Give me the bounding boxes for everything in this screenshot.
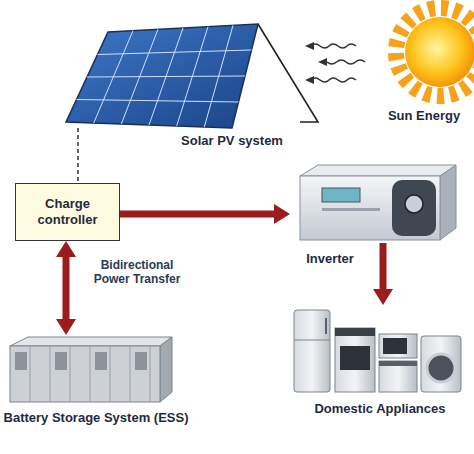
fridge-handle bbox=[325, 318, 327, 334]
node-label: Solar PV system bbox=[170, 133, 294, 148]
microwave-window bbox=[383, 338, 407, 354]
container-ribs bbox=[30, 346, 150, 402]
solar-panel-node: Solar PV system bbox=[60, 18, 318, 128]
container-ribs bbox=[70, 346, 71, 402]
connector bbox=[56, 241, 76, 335]
container-ribs bbox=[90, 346, 91, 402]
oven bbox=[335, 328, 375, 392]
arrow-head bbox=[318, 58, 327, 66]
panel-grid bbox=[98, 50, 252, 55]
fridge bbox=[294, 310, 330, 392]
container-vents bbox=[95, 352, 107, 370]
dishwasher-panel bbox=[379, 361, 417, 366]
container-vents bbox=[15, 352, 27, 370]
dashed-link bbox=[77, 128, 79, 183]
panel-grid bbox=[77, 100, 239, 103]
node-label: Inverter bbox=[290, 251, 370, 266]
power-arrow-shaft bbox=[120, 211, 277, 218]
container-top bbox=[10, 337, 172, 346]
inverter-button bbox=[405, 195, 423, 213]
power-arrow-shaft bbox=[63, 254, 70, 322]
sun-rays-waves bbox=[305, 42, 356, 84]
dishwasher bbox=[379, 361, 417, 392]
oven-panel bbox=[335, 328, 375, 336]
arrow-head bbox=[56, 241, 76, 257]
energy-wave bbox=[311, 44, 356, 48]
container-ribs bbox=[130, 346, 131, 402]
node-label: Charge controller bbox=[20, 196, 115, 228]
container-vents bbox=[55, 352, 67, 370]
wave-head bbox=[305, 76, 314, 84]
container-side bbox=[160, 337, 172, 402]
fridge-door-line bbox=[294, 340, 330, 341]
connector bbox=[373, 243, 393, 305]
roof-outline bbox=[258, 24, 318, 122]
oven-window bbox=[340, 346, 370, 370]
container-ribs bbox=[30, 346, 31, 402]
microwave bbox=[379, 334, 417, 358]
energy-wave bbox=[327, 60, 365, 64]
inverter-display bbox=[322, 188, 360, 202]
panel-grid bbox=[87, 76, 245, 77]
inverter-front bbox=[300, 176, 440, 240]
inverter-illustration bbox=[300, 165, 456, 240]
container-ribs bbox=[110, 346, 111, 402]
pv-panel bbox=[66, 24, 258, 128]
inverter-node: Inverter bbox=[290, 163, 456, 243]
energy-wave bbox=[311, 78, 356, 82]
washer-door bbox=[427, 354, 455, 382]
appliance-node: Domestic Appliances bbox=[292, 305, 462, 393]
arrow-head bbox=[56, 319, 76, 335]
container-ribs bbox=[50, 346, 51, 402]
inverter-trim bbox=[322, 208, 380, 211]
sun-disc bbox=[405, 17, 474, 87]
edge-label: Bidirectional Power Transfer bbox=[82, 258, 192, 286]
node-label: Battery Storage System (ESS) bbox=[0, 410, 196, 425]
solar-panel-illustration bbox=[66, 24, 318, 128]
inverter-bezel bbox=[392, 180, 436, 236]
battery-illustration bbox=[10, 337, 172, 402]
node-label: Sun Energy bbox=[374, 108, 474, 123]
sun-illustration bbox=[396, 8, 474, 96]
power-arrow-shaft bbox=[380, 243, 387, 292]
sun-node: Sun Energy bbox=[365, 0, 474, 104]
battery-node: Battery Storage System (ESS) bbox=[5, 335, 173, 403]
inverter-side bbox=[440, 165, 456, 240]
connector bbox=[318, 58, 365, 66]
connector bbox=[78, 128, 79, 183]
container-ribs bbox=[150, 346, 151, 402]
connector bbox=[120, 204, 290, 224]
appliances-illustration bbox=[294, 310, 461, 392]
wave-head bbox=[305, 42, 314, 50]
sun-rays bbox=[396, 8, 474, 96]
process-box: Charge controller bbox=[15, 183, 120, 241]
container-vents bbox=[135, 352, 147, 370]
panel-grid bbox=[77, 25, 252, 127]
washer bbox=[421, 336, 461, 392]
arrow-head bbox=[373, 289, 393, 305]
container-vents bbox=[15, 352, 147, 370]
arrow-head bbox=[274, 204, 290, 224]
node-label: Domestic Appliances bbox=[300, 401, 460, 416]
container-front bbox=[10, 346, 160, 402]
inverter-top bbox=[300, 165, 456, 176]
